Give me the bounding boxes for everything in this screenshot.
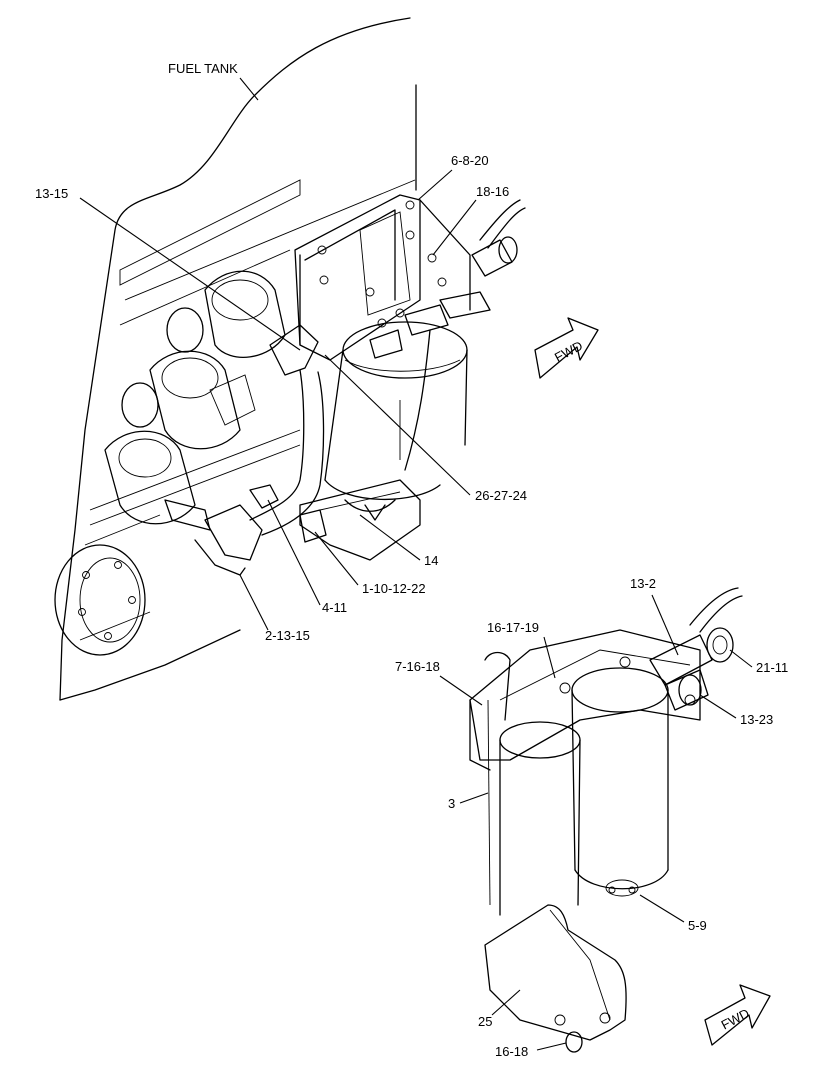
svg-text:21-11: 21-11 [756, 660, 788, 675]
svg-text:16-18: 16-18 [495, 1044, 528, 1059]
svg-text:2-13-15: 2-13-15 [265, 628, 310, 643]
callout-26-27-24: 26-27-24 [324, 354, 527, 503]
svg-text:14: 14 [424, 553, 438, 568]
fuel-tank-wall [59, 17, 417, 701]
svg-text:13-23: 13-23 [740, 712, 773, 727]
callout-13-2: 13-2 [630, 576, 679, 656]
callout-25: 25 [478, 989, 521, 1029]
callout-7-16-18: 7-16-18 [395, 659, 483, 706]
callout-13-15-upper: 13-15 [35, 186, 301, 351]
svg-text:25: 25 [478, 1014, 492, 1029]
fwd-arrow-lower: FWD [704, 984, 771, 1046]
svg-text:5-9: 5-9 [688, 918, 707, 933]
svg-text:7-16-18: 7-16-18 [395, 659, 440, 674]
callout-18-16: 18-16 [432, 184, 509, 256]
fwd-arrow-upper: FWD [534, 317, 599, 379]
fwd-label-upper: FWD [552, 338, 585, 365]
filter-mounting-bracket [294, 194, 471, 361]
callout-3: 3 [448, 792, 489, 811]
svg-text:13-15: 13-15 [35, 186, 68, 201]
secondary-filter-canister-lower [487, 699, 581, 916]
outlet-fittings-lower [649, 587, 743, 711]
bowl-support-bracket [299, 479, 421, 561]
access-cover-plate [54, 544, 146, 656]
primary-filter-canister-lower [571, 667, 669, 897]
water-separator-bowl-guard [484, 904, 627, 1053]
svg-text:26-27-24: 26-27-24 [475, 488, 527, 503]
callout-21-11: 21-11 [729, 649, 788, 675]
svg-text:3: 3 [448, 796, 455, 811]
callout-1-10-12-22: 1-10-12-22 [314, 531, 426, 596]
callout-16-17-19: 16-17-19 [487, 620, 556, 679]
svg-text:13-2: 13-2 [630, 576, 656, 591]
callout-5-9: 5-9 [639, 894, 707, 933]
callout-16-18: 16-18 [495, 1042, 567, 1059]
svg-text:18-16: 18-16 [476, 184, 509, 199]
fuel-filter-canister-top [324, 321, 468, 501]
callout-13-23: 13-23 [699, 694, 773, 727]
callout-6-8-20: 6-8-20 [417, 153, 489, 201]
svg-text:1-10-12-22: 1-10-12-22 [362, 581, 426, 596]
fuel-hose-lines [164, 324, 431, 576]
callout-2-13-15: 2-13-15 [239, 574, 310, 643]
svg-text:6-8-20: 6-8-20 [451, 153, 489, 168]
tank-valve-cluster [104, 270, 286, 525]
filter-head-fittings [369, 199, 526, 359]
svg-text:4-11: 4-11 [322, 600, 347, 615]
svg-text:16-17-19: 16-17-19 [487, 620, 539, 635]
callout-4-11: 4-11 [267, 499, 347, 615]
filter-head-bracket-lower [469, 629, 701, 771]
callout-14: 14 [359, 514, 438, 568]
fuel-tank-label: FUEL TANK [168, 61, 238, 76]
